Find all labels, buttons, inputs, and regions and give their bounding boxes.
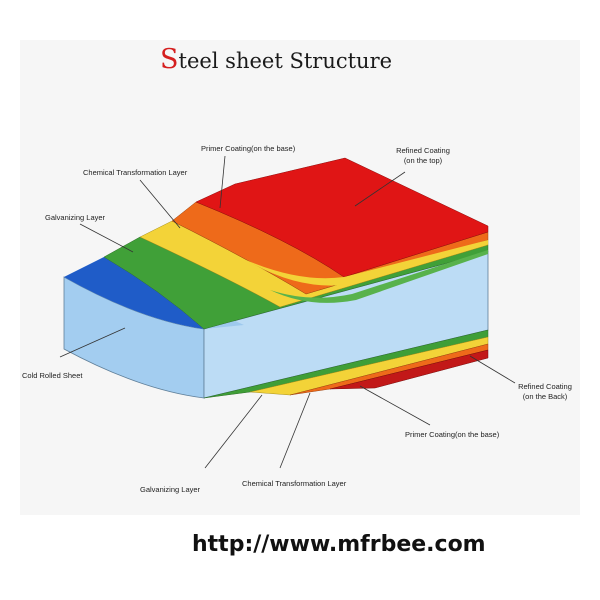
label-refined-back: Refined Coating (on the Back) — [505, 382, 585, 402]
label-refined-back-line1: Refined Coating — [518, 382, 572, 391]
label-galvanizing-bottom: Galvanizing Layer — [140, 485, 201, 494]
refined-layer-top — [195, 157, 489, 278]
label-refined-top: Refined Coating (on the top) — [388, 146, 458, 166]
label-galvanizing-top: Galvanizing Layer — [45, 213, 106, 222]
watermark-url: http://www.mfrbee.com — [192, 532, 486, 557]
label-chemical-bottom: Chemical Transformation Layer — [242, 479, 347, 488]
label-primer-top: Primer Coating(on the base) — [201, 144, 296, 153]
leader-primer-top — [219, 155, 226, 209]
leader-galvanizing-top — [79, 223, 134, 253]
leader-primer-back — [359, 385, 431, 426]
title-rest: teel sheet Structure — [178, 49, 393, 73]
leader-chemical-top — [139, 179, 181, 229]
leader-galvanizing-bottom — [204, 394, 263, 469]
label-primer-back: Primer Coating(on the base) — [405, 430, 500, 439]
top-green-band — [270, 250, 488, 303]
top-yellow-band — [246, 240, 488, 286]
label-refined-top-line2: (on the top) — [403, 156, 443, 165]
title-first-letter: S — [160, 44, 179, 75]
diagram-title: Steel sheet Structure — [160, 44, 392, 75]
refined-layer-bottom — [329, 349, 489, 390]
label-chemical-top: Chemical Transformation Layer — [83, 168, 188, 177]
cold-rolled-top-strip — [64, 257, 204, 329]
leader-cold-rolled — [59, 327, 126, 358]
leader-chemical-bottom — [279, 392, 311, 469]
label-refined-back-line2: (on the Back) — [522, 392, 568, 401]
label-cold-rolled: Cold Rolled Sheet — [22, 371, 83, 380]
leader-refined-back — [469, 355, 516, 384]
leader-refined-top — [354, 171, 406, 207]
label-refined-top-line1: Refined Coating — [396, 146, 450, 155]
